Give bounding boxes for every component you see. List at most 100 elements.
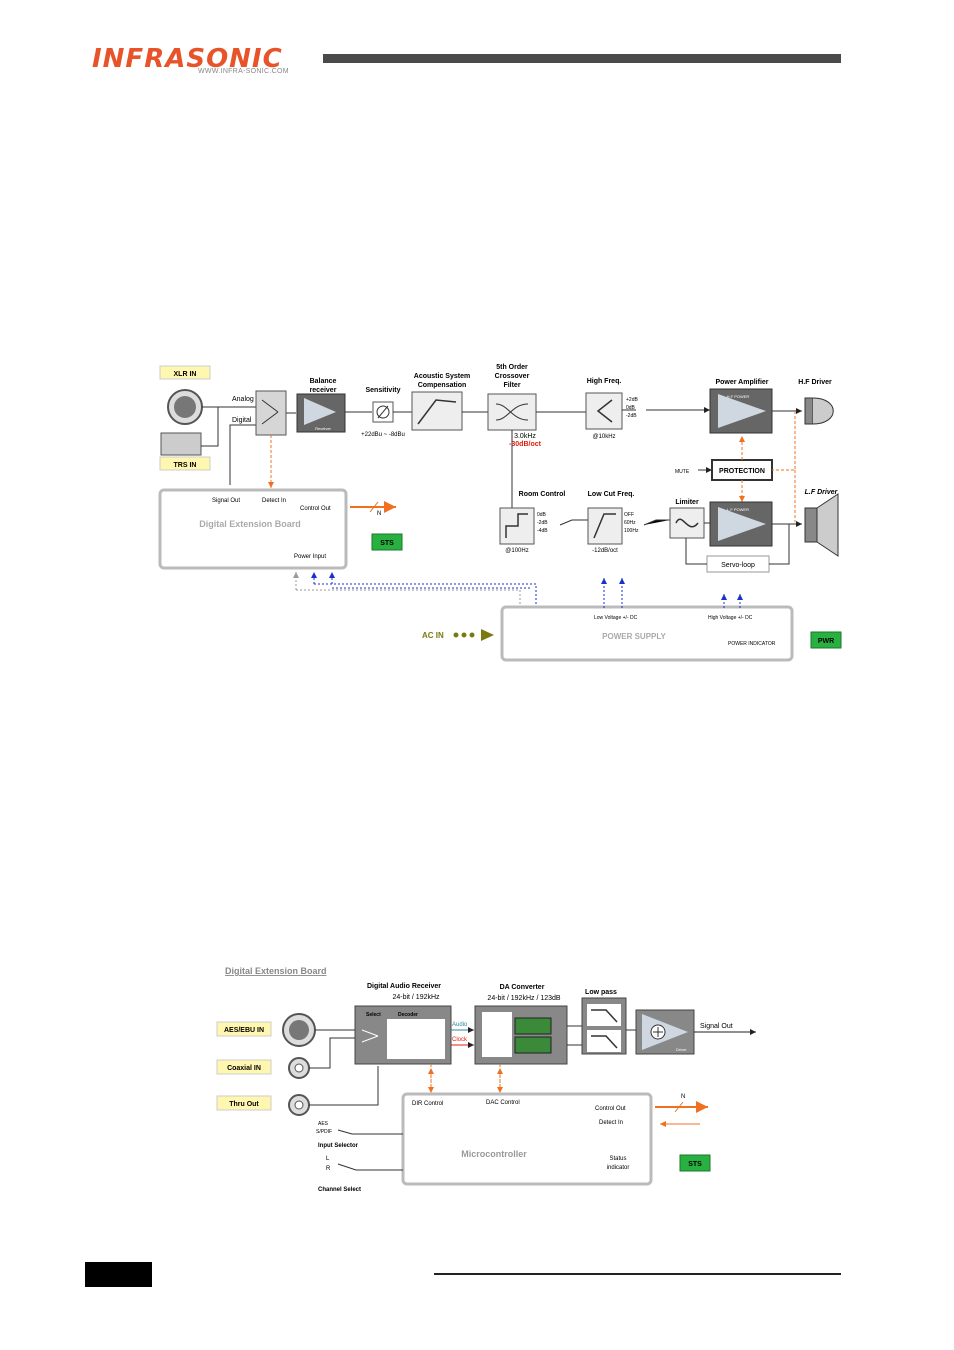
trs-in-label: TRS IN <box>174 462 197 469</box>
room-at: @100Hz <box>505 548 528 554</box>
lf-power-tag: L.F POWER <box>727 507 749 512</box>
aes-in-label-box <box>216 1021 272 1037</box>
bus-slash-icon-2 <box>674 1101 684 1113</box>
dir-control-label: DIR Control <box>412 1101 443 1107</box>
mute-label: MUTE <box>675 469 690 475</box>
input-selector-label: Input Selector <box>318 1143 359 1149</box>
dac-control-label: DAC Control <box>486 1100 520 1106</box>
spdif-option: S/PDIF <box>316 1129 332 1135</box>
thru-out-label-box <box>216 1095 272 1111</box>
dar-spec: 24-bit / 192kHz <box>392 994 440 1001</box>
high-freq-at: @10kHz <box>592 434 615 440</box>
power-amplifier-label: Power Amplifier <box>715 379 768 386</box>
sts2-label: STS <box>688 1161 702 1168</box>
status-indicator-2: indicator <box>607 1165 630 1171</box>
dac-chip-2-icon <box>514 1036 552 1054</box>
microcontroller-block <box>401 1092 653 1186</box>
aes-in-label: AES/EBU IN <box>224 1027 264 1034</box>
receiver-tag: Receiver <box>315 426 331 431</box>
crossover-icon <box>495 403 529 421</box>
hf-amp-triangle-icon <box>718 394 766 428</box>
trs-connector-icon <box>160 432 202 456</box>
signal-out-label: Signal Out <box>700 1023 733 1030</box>
xlr-connector-inner-icon <box>174 396 196 418</box>
deb-power-input: Power Input <box>294 554 326 560</box>
amp-triangle-icon <box>304 398 336 425</box>
sts2-indicator <box>679 1154 711 1172</box>
limiter-label: Limiter <box>675 499 699 506</box>
input-switch-block <box>255 390 287 436</box>
trs-in-label-box <box>159 456 211 471</box>
room-eq-icon <box>505 513 528 538</box>
deb2-title: Digital Extension Board <box>225 966 327 976</box>
hf-horn-icon <box>812 397 834 425</box>
lf-driver-label: L.F Driver <box>805 489 839 496</box>
analog-label: Analog <box>232 396 254 403</box>
switch-icon <box>261 399 279 425</box>
lowcut-opt-2: 60Hz <box>624 520 636 526</box>
hf-opt-2: 0dB <box>626 405 636 411</box>
driver-tag: Driver <box>676 1047 687 1052</box>
digital-line <box>229 424 256 485</box>
channel-select-label: Channel Select <box>318 1187 361 1193</box>
servo-loop-label: Servo-loop <box>721 562 755 569</box>
thru-out-label: Thru Out <box>229 1101 259 1108</box>
crossover-slope: -30dB/oct <box>509 441 542 448</box>
bus-slash-icon <box>369 501 379 513</box>
mcu-detect-in: Detect In <box>599 1120 623 1126</box>
hf-driver-icon <box>804 397 814 425</box>
audio-label: Audio <box>452 1022 468 1028</box>
ps-low-voltage: Low Voltage +/- DC <box>594 615 638 621</box>
coax-in-label-box <box>216 1059 272 1075</box>
sts-indicator <box>371 533 403 551</box>
input-selector-switch-icon <box>337 1129 403 1135</box>
page-number-tab <box>85 1262 152 1287</box>
dar-select: Select <box>366 1012 381 1018</box>
ac-in-label: AC IN <box>422 631 444 640</box>
lf-cone-icon <box>816 493 839 557</box>
input-line <box>201 406 219 447</box>
crossover-freq: 3.0kHz <box>514 433 536 440</box>
dac-chip-1-icon <box>514 1017 552 1035</box>
high-freq-label: High Freq. <box>587 378 622 385</box>
digital-label: Digital <box>232 417 252 424</box>
room-control-label: Room Control <box>519 491 566 498</box>
crossover-label-1: 5th Order <box>496 364 528 371</box>
digital-extension-board-diagram: Digital Extension Board AES/EBU IN Coaxi… <box>216 966 756 1193</box>
deb-detect-in: Detect In <box>262 498 286 504</box>
brand-logo: INFRASONIC <box>92 44 283 74</box>
acoustic-comp-label-2: Compensation <box>418 382 467 389</box>
header-bar <box>323 54 841 63</box>
crossover-block <box>487 393 537 431</box>
dar-switch-icon <box>361 1029 379 1043</box>
sensitivity-label: Sensitivity <box>365 387 400 394</box>
dac-spec: 24-bit / 192kHz / 123dB <box>487 995 560 1002</box>
crossover-label-2: Crossover <box>495 373 530 380</box>
low-pass-label: Low pass <box>585 989 617 996</box>
potentiometer-icon <box>376 405 390 419</box>
dar-decoder: Decoder <box>398 1012 418 1018</box>
decoder-area <box>387 1019 445 1059</box>
pwr-indicator <box>810 631 842 649</box>
xlr-in-label: XLR IN <box>174 371 197 378</box>
low-cut-slope: -12dB/oct <box>592 548 618 554</box>
clock-label: Clock <box>452 1037 468 1043</box>
hf-power-tag: H.F POWER <box>727 394 750 399</box>
room-opt-1: 0dB <box>537 512 547 518</box>
power-supply-block <box>500 605 794 662</box>
sts-label: STS <box>380 540 394 547</box>
status-indicator-1: Status <box>609 1156 626 1162</box>
brand-url: WWW.INFRA-SONIC.COM <box>198 68 289 75</box>
footer-rule <box>434 1273 841 1275</box>
shelf-icon <box>596 399 613 423</box>
room-selector-icon <box>559 519 588 526</box>
protection-label: PROTECTION <box>719 468 765 475</box>
microcontroller-label: Microcontroller <box>461 1149 527 1159</box>
ps-high-voltage: High Voltage +/- DC <box>708 615 753 621</box>
room-opt-3: -4dB <box>537 528 548 534</box>
control-n: N <box>377 511 381 517</box>
lowpass-icon-2 <box>591 1035 618 1049</box>
lf-driver-icon <box>804 507 818 543</box>
deb-control-out: Control Out <box>300 506 331 512</box>
